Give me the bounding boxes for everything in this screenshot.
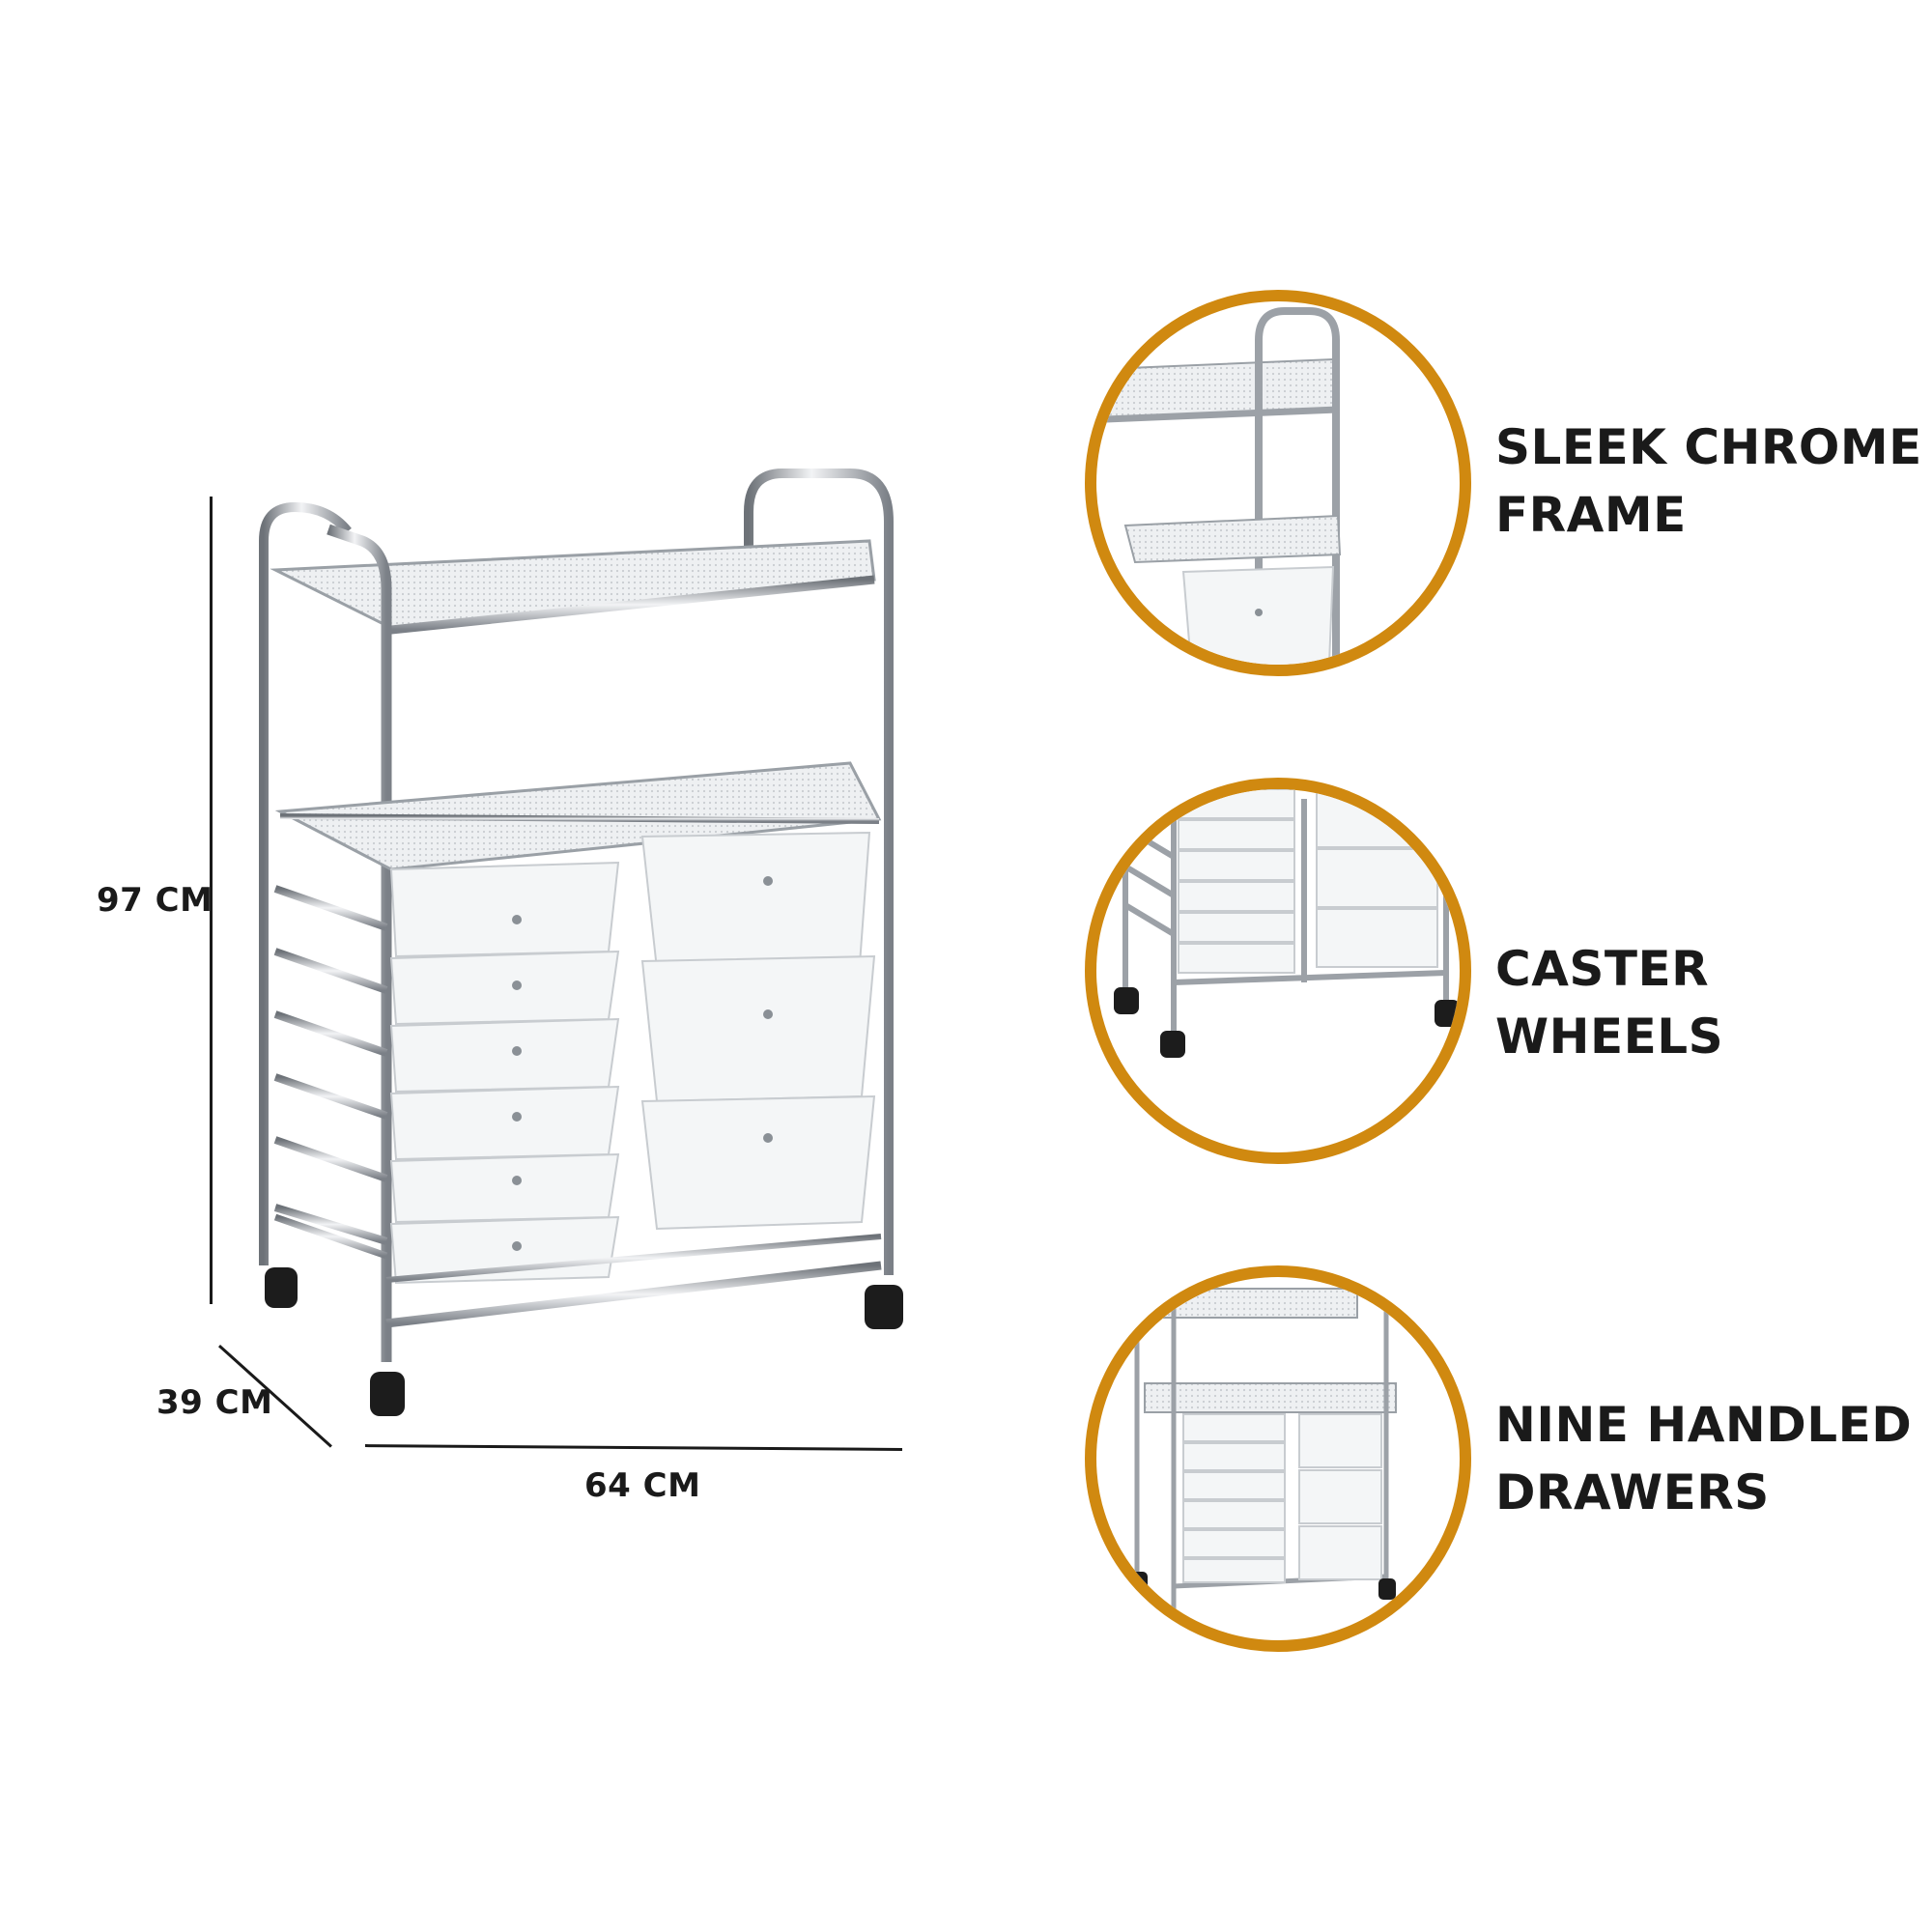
feature-label-line: NINE HANDLED — [1495, 1397, 1913, 1453]
product-image — [193, 444, 947, 1430]
feature-label-drawers: NINE HANDLED DRAWERS — [1495, 1391, 1912, 1526]
feature-label-caster-wheels: CASTER WHEELS — [1495, 935, 1932, 1070]
depth-label: 39 CM — [156, 1383, 273, 1422]
feature-label-line: SLEEK CHROME — [1495, 419, 1922, 475]
feature-label-line: CASTER WHEELS — [1495, 941, 1724, 1065]
width-label: 64 CM — [584, 1466, 701, 1505]
feature-label-line: DRAWERS — [1495, 1464, 1770, 1520]
feature-circle-chrome-frame — [1085, 290, 1471, 676]
feature-label-line: FRAME — [1495, 487, 1687, 543]
feature-label-chrome-frame: SLEEK CHROME FRAME — [1495, 413, 1922, 549]
feature-circle-caster-wheels — [1085, 778, 1471, 1164]
feature-circle-drawers — [1085, 1265, 1471, 1652]
height-label: 97 CM — [97, 881, 213, 920]
width-dimension-line — [364, 1444, 903, 1451]
height-dimension-line — [210, 497, 213, 1304]
